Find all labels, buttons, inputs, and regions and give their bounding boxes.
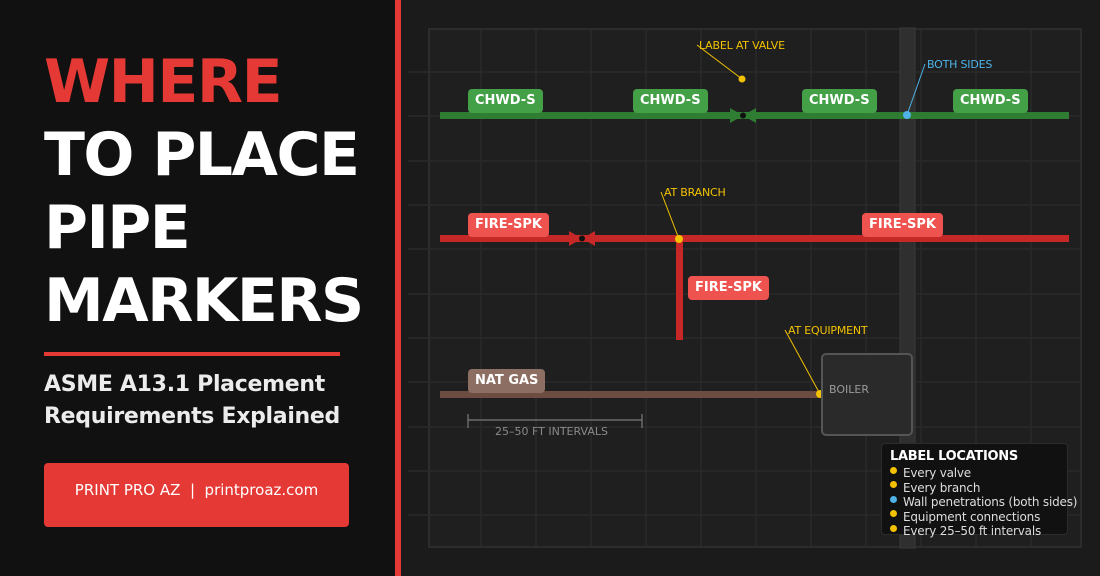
subtitle-line-2: Requirements Explained [44, 404, 340, 429]
legend-item-label: Equipment connections [903, 509, 1041, 524]
blue-dot-icon [890, 495, 897, 503]
legend-item-label: Every valve [903, 466, 971, 481]
legend-item-label: Wall penetrations (both sides) [903, 495, 1078, 510]
fire-spk-branch-pipe [676, 238, 683, 340]
branch-marker-dot [675, 235, 683, 243]
yellow-dot-icon [890, 466, 897, 474]
legend: LABEL LOCATIONS Every valve Every branch… [881, 443, 1077, 538]
legend-item-label: Every branch [903, 480, 981, 495]
title-line-3: PIPE [44, 193, 191, 263]
pipe-label-chwd-s: CHWD-S [802, 89, 877, 113]
pipe-label-fire-spk: FIRE-SPK [862, 213, 943, 237]
brand-link-button[interactable]: PRINT PRO AZ | printproaz.com [44, 463, 349, 527]
accent-divider [395, 0, 401, 576]
pipe-label-nat-gas: NAT GAS [468, 369, 546, 393]
title-line-1: WHERE [44, 47, 283, 117]
nat-gas-pipe [440, 391, 820, 398]
legend-item: Wall penetrations (both sides) [890, 495, 1077, 510]
brand-link-label: PRINT PRO AZ | printproaz.com [74, 481, 319, 499]
boiler-equipment: BOILER [821, 353, 913, 436]
legend-title: LABEL LOCATIONS [890, 449, 1018, 464]
legend-item-label: Every 25–50 ft intervals [903, 524, 1042, 539]
pipe-label-chwd-s: CHWD-S [468, 89, 543, 113]
page-title: WHERE TO PLACE PIPE MARKERS [44, 46, 364, 338]
pipe-label-chwd-s: CHWD-S [633, 89, 708, 113]
title-underline [44, 352, 340, 356]
callout-equipment: AT EQUIPMENT [788, 324, 868, 337]
callout-branch: AT BRANCH [664, 186, 726, 199]
interval-label: 25–50 FT INTERVALS [495, 425, 608, 438]
valve-marker-dot [738, 75, 746, 83]
legend-item: Every valve [890, 466, 1059, 481]
yellow-dot-icon [890, 510, 897, 518]
legend-item: Equipment connections [890, 510, 1059, 525]
pipe-label-fire-spk-branch: FIRE-SPK [688, 276, 769, 300]
subtitle: ASME A13.1 Placement Requirements Explai… [44, 369, 340, 433]
legend-item: Every 25–50 ft intervals [890, 524, 1059, 539]
subtitle-line-1: ASME A13.1 Placement [44, 372, 325, 397]
yellow-dot-icon [890, 524, 897, 532]
title-line-2: TO PLACE [44, 120, 360, 190]
boiler-label: BOILER [829, 383, 869, 396]
pipe-label-chwd-s: CHWD-S [953, 89, 1028, 113]
legend-item: Every branch [890, 481, 1059, 496]
valve-icon [569, 231, 595, 246]
yellow-dot-icon [890, 481, 897, 489]
fire-spk-pipe [440, 235, 1069, 242]
callout-wall: BOTH SIDES [927, 58, 993, 71]
interval-dimension [467, 414, 643, 428]
callout-valve: LABEL AT VALVE [699, 39, 785, 52]
title-line-4: MARKERS [44, 266, 364, 336]
pipe-label-fire-spk: FIRE-SPK [468, 213, 549, 237]
valve-icon [730, 108, 756, 123]
wall-marker-dot [903, 111, 911, 119]
